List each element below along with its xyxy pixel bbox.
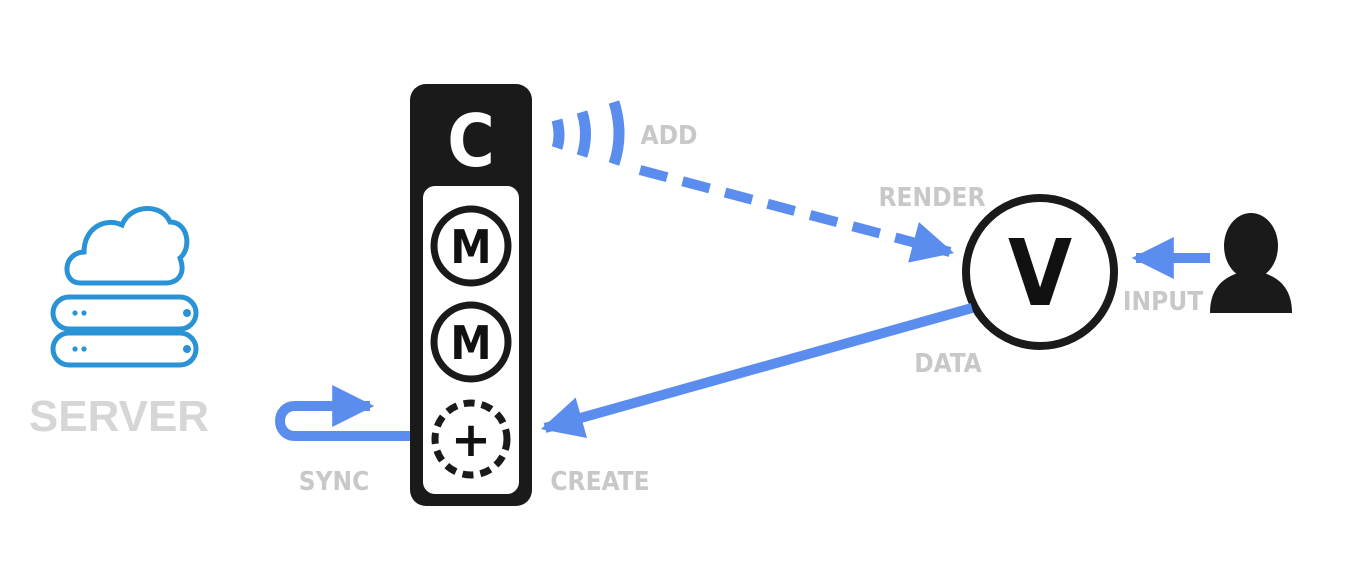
new-model-placeholder: +: [431, 399, 511, 479]
model-2-label: M: [450, 316, 491, 370]
user-silhouette-icon: [1210, 213, 1292, 313]
create-label: CREATE: [550, 467, 649, 497]
view: V: [962, 194, 1118, 350]
model-1-label: M: [450, 220, 491, 274]
controller-label: C: [447, 99, 495, 183]
sync-arrow: [275, 385, 412, 441]
signal-waves-icon: [551, 100, 625, 166]
view-label: V: [1008, 220, 1072, 327]
render-arrow: [638, 165, 955, 263]
model-2: M: [430, 301, 512, 383]
sync-label: SYNC: [299, 467, 370, 497]
controller: C M M +: [410, 84, 532, 506]
add-label: ADD: [641, 121, 698, 151]
model-1: M: [430, 205, 512, 287]
server-label: SERVER: [29, 392, 209, 441]
new-model-symbol: +: [451, 412, 491, 468]
data-arrow: [540, 303, 974, 438]
render-label: RENDER: [879, 183, 986, 213]
input-label: INPUT: [1123, 287, 1203, 317]
data-label: DATA: [914, 349, 982, 379]
cloud-server-icon: [50, 206, 199, 368]
